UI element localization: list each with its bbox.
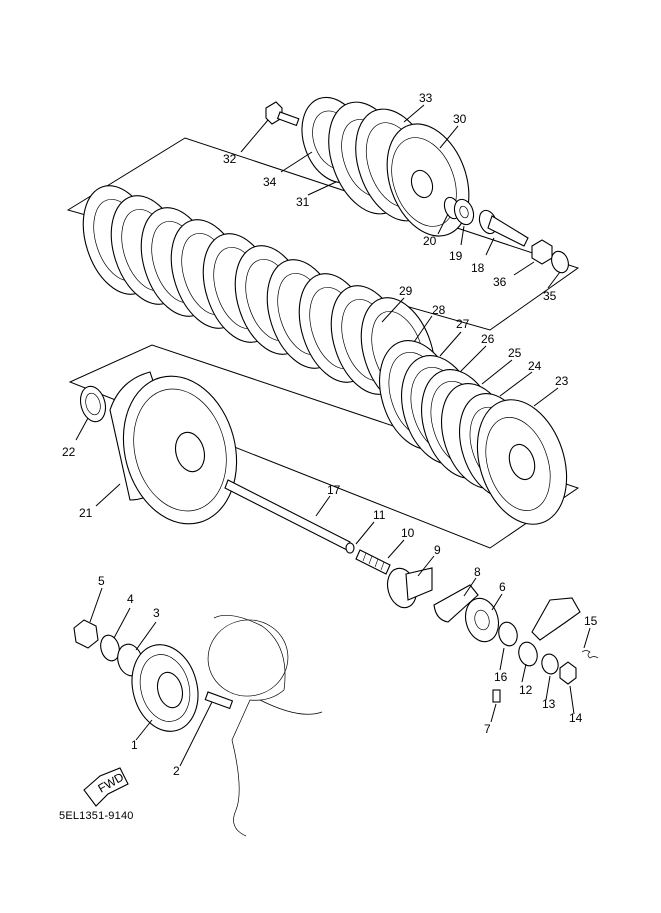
bearing-19: [453, 198, 475, 226]
callout-13: 13: [542, 697, 556, 711]
callout-32: 32: [223, 152, 237, 166]
spring-15: [581, 650, 599, 659]
lock-washer-4: [100, 634, 120, 662]
callout-1: 1: [131, 738, 138, 752]
plate-8: [433, 584, 479, 623]
callout-9: 9: [434, 543, 441, 557]
callout-20: 20: [423, 234, 437, 248]
callout-29: 29: [399, 284, 413, 298]
callout-27: 27: [456, 317, 470, 331]
fwd-arrow: FWD: [83, 767, 129, 807]
push-rod-10: [355, 549, 391, 575]
crankshaft-phantom: [207, 615, 323, 837]
pin-7: [492, 689, 501, 703]
callout-30: 30: [453, 112, 467, 126]
callout-10: 10: [401, 526, 415, 540]
callout-17: 17: [327, 483, 341, 497]
callout-5: 5: [98, 574, 105, 588]
callout-22: 22: [62, 445, 76, 459]
callout-12: 12: [519, 683, 533, 697]
key-2: [204, 691, 234, 710]
nut-5: [73, 619, 99, 649]
oil-seal-16: [498, 621, 518, 647]
leader-lines: [75, 104, 591, 767]
callout-24: 24: [528, 359, 542, 373]
clutch-boss-23: [476, 399, 568, 525]
callout-36: 36: [493, 275, 507, 289]
callout-21: 21: [79, 506, 93, 520]
callout-15: 15: [584, 614, 598, 628]
callout-28: 28: [432, 303, 446, 317]
callout-34: 34: [263, 175, 277, 189]
callout-35: 35: [543, 289, 557, 303]
callout-33: 33: [419, 91, 433, 105]
push-lever-shaft-9: [386, 567, 433, 609]
callout-18: 18: [471, 261, 485, 275]
lever-15: [531, 597, 581, 641]
callout-3: 3: [153, 606, 160, 620]
nut-36: [531, 239, 553, 265]
nut-14: [559, 661, 577, 685]
callout-4: 4: [127, 592, 134, 606]
ball-11: [345, 542, 355, 554]
primary-drive-gear-1: [131, 644, 199, 732]
callout-25: 25: [508, 346, 522, 360]
bolt-32: [265, 101, 300, 127]
callout-6: 6: [499, 580, 506, 594]
callout-26: 26: [481, 332, 495, 346]
housing-group-outline: [68, 344, 580, 549]
washer-13: [541, 653, 559, 675]
lock-washer-35: [551, 250, 569, 274]
callout-16: 16: [494, 670, 508, 684]
bearing-6: [464, 597, 500, 643]
callout-11: 11: [373, 508, 386, 522]
callout-labels: 1 2 3 4 5 6 7 8 9 10 11 12 13 14 15 16 1…: [62, 91, 598, 778]
callout-23: 23: [555, 374, 569, 388]
washer-12: [518, 641, 538, 667]
callout-7: 7: [484, 722, 491, 736]
callout-31: 31: [296, 195, 310, 209]
callout-14: 14: [569, 711, 583, 725]
clutch-housing-21: [109, 371, 238, 525]
push-rod-18: [478, 209, 529, 247]
callout-8: 8: [474, 565, 481, 579]
callout-19: 19: [449, 249, 463, 263]
callout-2: 2: [173, 764, 180, 778]
diagram-code: 5EL1351-9140: [59, 810, 134, 822]
washer-22: [79, 385, 107, 423]
